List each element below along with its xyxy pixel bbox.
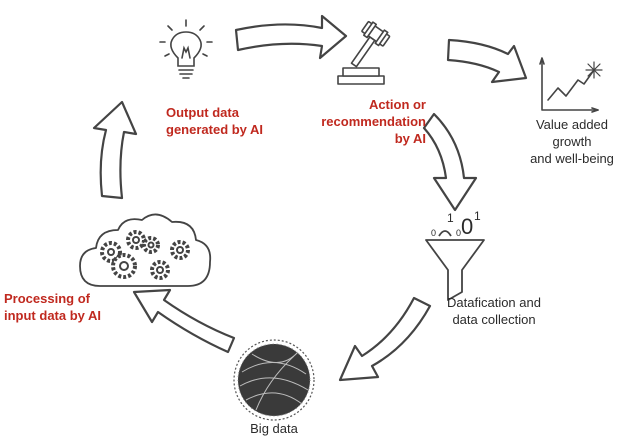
stage-label-line: and well-being	[530, 151, 614, 166]
stage-label-line: data collection	[452, 312, 536, 327]
flow-arrow-processing-to-output	[92, 100, 138, 200]
funnel-icon	[425, 230, 485, 301]
stage-label-line: growth	[552, 134, 592, 149]
flow-arrow-datafication-to-bigdata	[338, 296, 432, 382]
stage-label-datafication: Datafication and data collection	[432, 294, 556, 328]
stage-label-value: Value added growth and well-being	[522, 116, 622, 167]
stage-label-line: generated by AI	[166, 122, 264, 137]
stage-label-line: Processing of	[4, 291, 90, 306]
big-data-ball-icon	[233, 339, 315, 421]
flow-arrow-output-to-action	[234, 14, 348, 60]
cloud-gears-icon	[79, 213, 212, 287]
binary-digit: 1	[447, 211, 454, 225]
stage-label-bigdata: Big data	[244, 420, 304, 437]
stage-label-processing: Processing of input data by AI	[4, 290, 101, 324]
stage-label-line: Output data	[166, 105, 239, 120]
stage-label-action: Action or recommendation by AI	[306, 96, 426, 147]
binary-digit: 1	[474, 209, 481, 223]
stage-label-line: Action or	[368, 97, 426, 112]
stage-label-line: recommendation	[321, 114, 426, 129]
binary-digit: 0	[431, 228, 436, 238]
stage-label-line: by AI	[394, 131, 426, 146]
binary-digit: 0	[456, 228, 461, 238]
binary-digit: 0	[461, 214, 473, 239]
flow-arrow-action-to-datafication	[422, 112, 478, 212]
gavel-icon	[337, 21, 391, 85]
binary-digits: 0 1 0 0 1	[431, 209, 481, 239]
lightbulb-icon	[159, 19, 213, 79]
flow-arrow-action-to-value	[446, 38, 528, 84]
stage-label-line: Value added	[535, 117, 609, 132]
stage-label-line: input data by AI	[4, 308, 102, 323]
stage-label-line: Big data	[250, 421, 298, 436]
stage-label-line: Datafication and	[447, 295, 541, 310]
growth-chart-icon	[539, 57, 603, 113]
flow-arrow-bigdata-to-processing	[132, 288, 236, 354]
stage-label-output: Output data generated by AI	[166, 104, 263, 138]
